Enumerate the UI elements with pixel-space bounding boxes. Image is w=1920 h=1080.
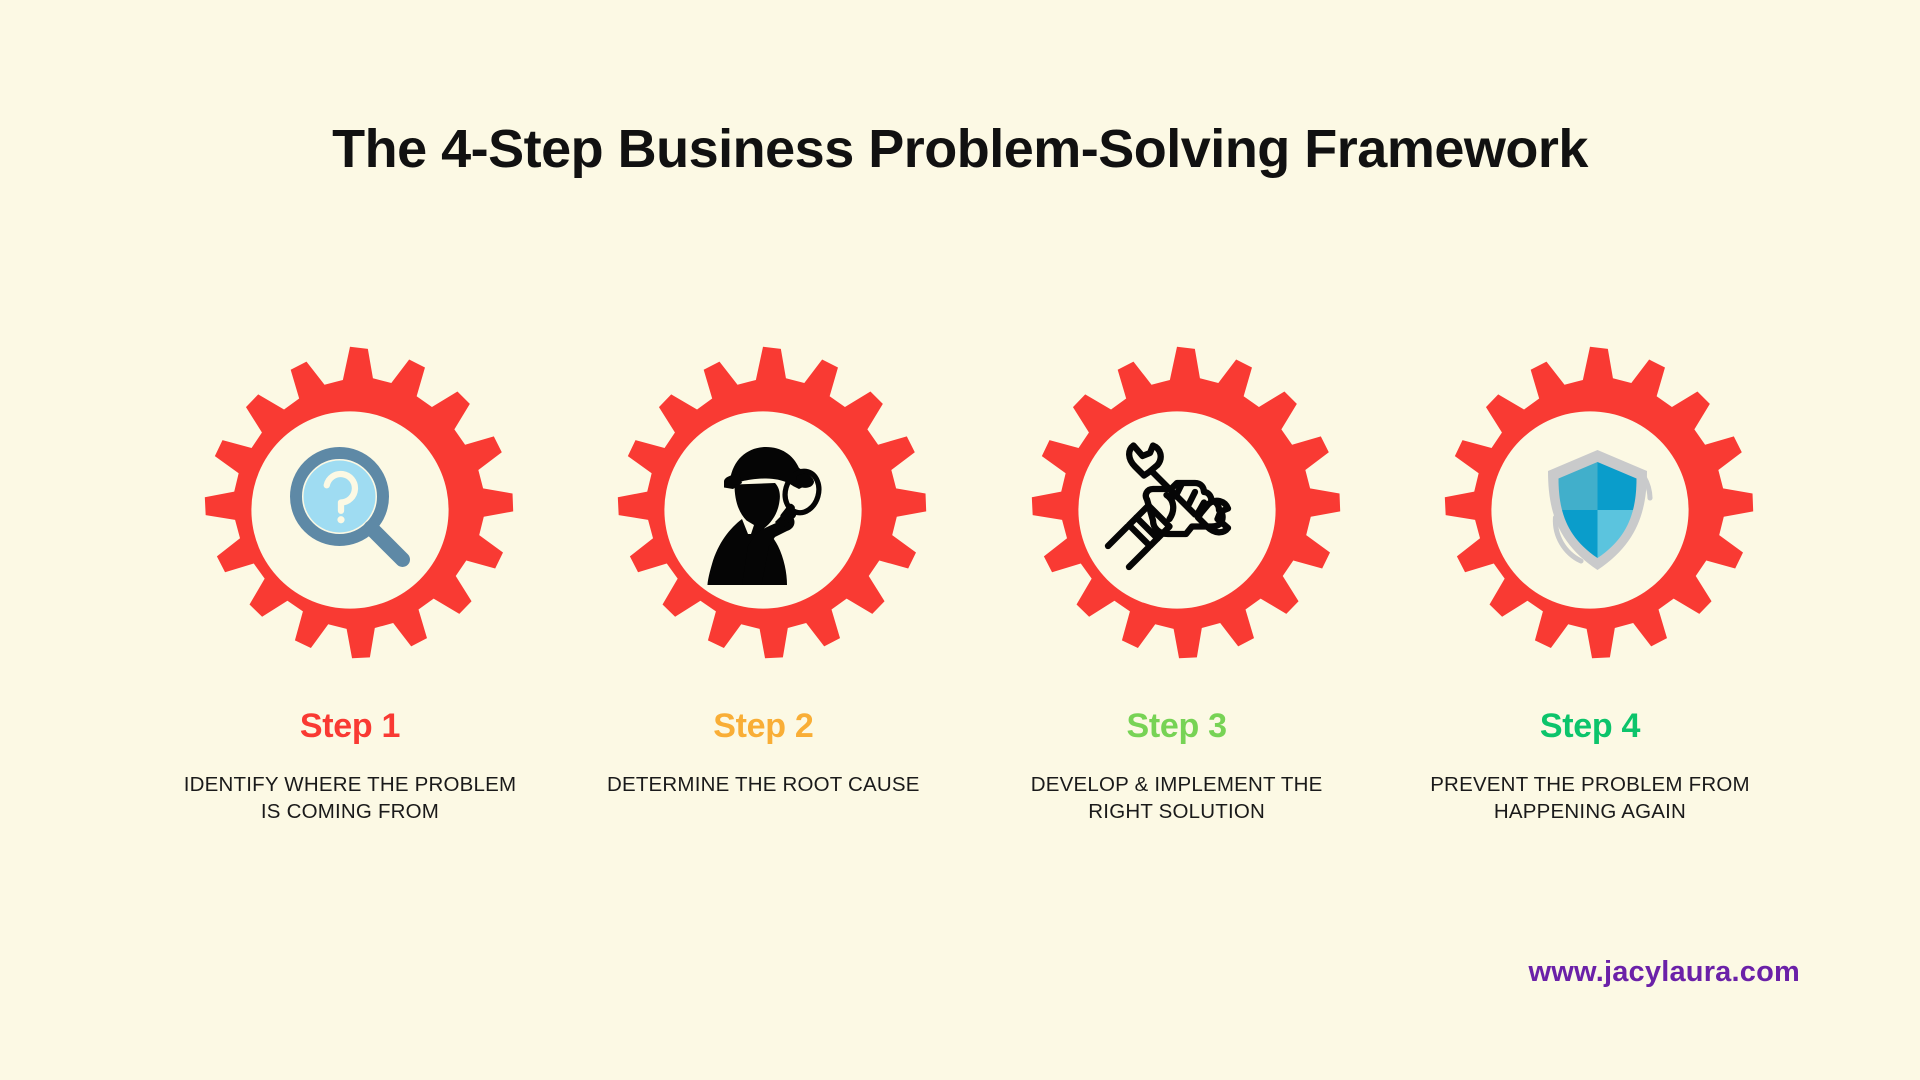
step-card-3: Step 3 DEVELOP & IMPLEMENT THE RIGHT SOL… xyxy=(977,340,1377,825)
step-label-3: Step 3 xyxy=(1126,707,1228,745)
step-card-4: Step 4 PREVENT THE PROBLEM FROM HAPPENIN… xyxy=(1390,340,1790,825)
detective-silhouette-icon xyxy=(688,435,838,585)
page-title: The 4-Step Business Problem-Solving Fram… xyxy=(332,119,1588,179)
step-card-1: Step 1 IDENTIFY WHERE THE PROBLEM IS COM… xyxy=(150,340,550,825)
magnifying-glass-question-icon xyxy=(275,435,425,585)
step-description-4: PREVENT THE PROBLEM FROM HAPPENING AGAIN xyxy=(1430,773,1750,824)
step-card-2: Step 2 DETERMINE THE ROOT CAUSE xyxy=(563,340,963,798)
site-url-link[interactable]: www.jacylaura.com xyxy=(1528,956,1800,988)
shield-protection-icon xyxy=(1515,435,1665,585)
hand-holding-wrench-icon xyxy=(1102,435,1252,585)
gear-3 xyxy=(1007,340,1347,680)
step-label-4: Step 4 xyxy=(1539,707,1641,745)
step-description-3: DEVELOP & IMPLEMENT THE RIGHT SOLUTION xyxy=(1030,773,1323,824)
step-description-1: IDENTIFY WHERE THE PROBLEM IS COMING FRO… xyxy=(183,773,517,824)
steps-row: Step 1 IDENTIFY WHERE THE PROBLEM IS COM… xyxy=(150,340,1790,825)
gear-1 xyxy=(180,340,520,680)
step-description-2: DETERMINE THE ROOT CAUSE xyxy=(606,773,920,797)
step-label-2: Step 2 xyxy=(713,707,814,745)
step-label-1: Step 1 xyxy=(299,707,401,745)
gear-4 xyxy=(1420,340,1760,680)
gear-2 xyxy=(593,340,933,680)
